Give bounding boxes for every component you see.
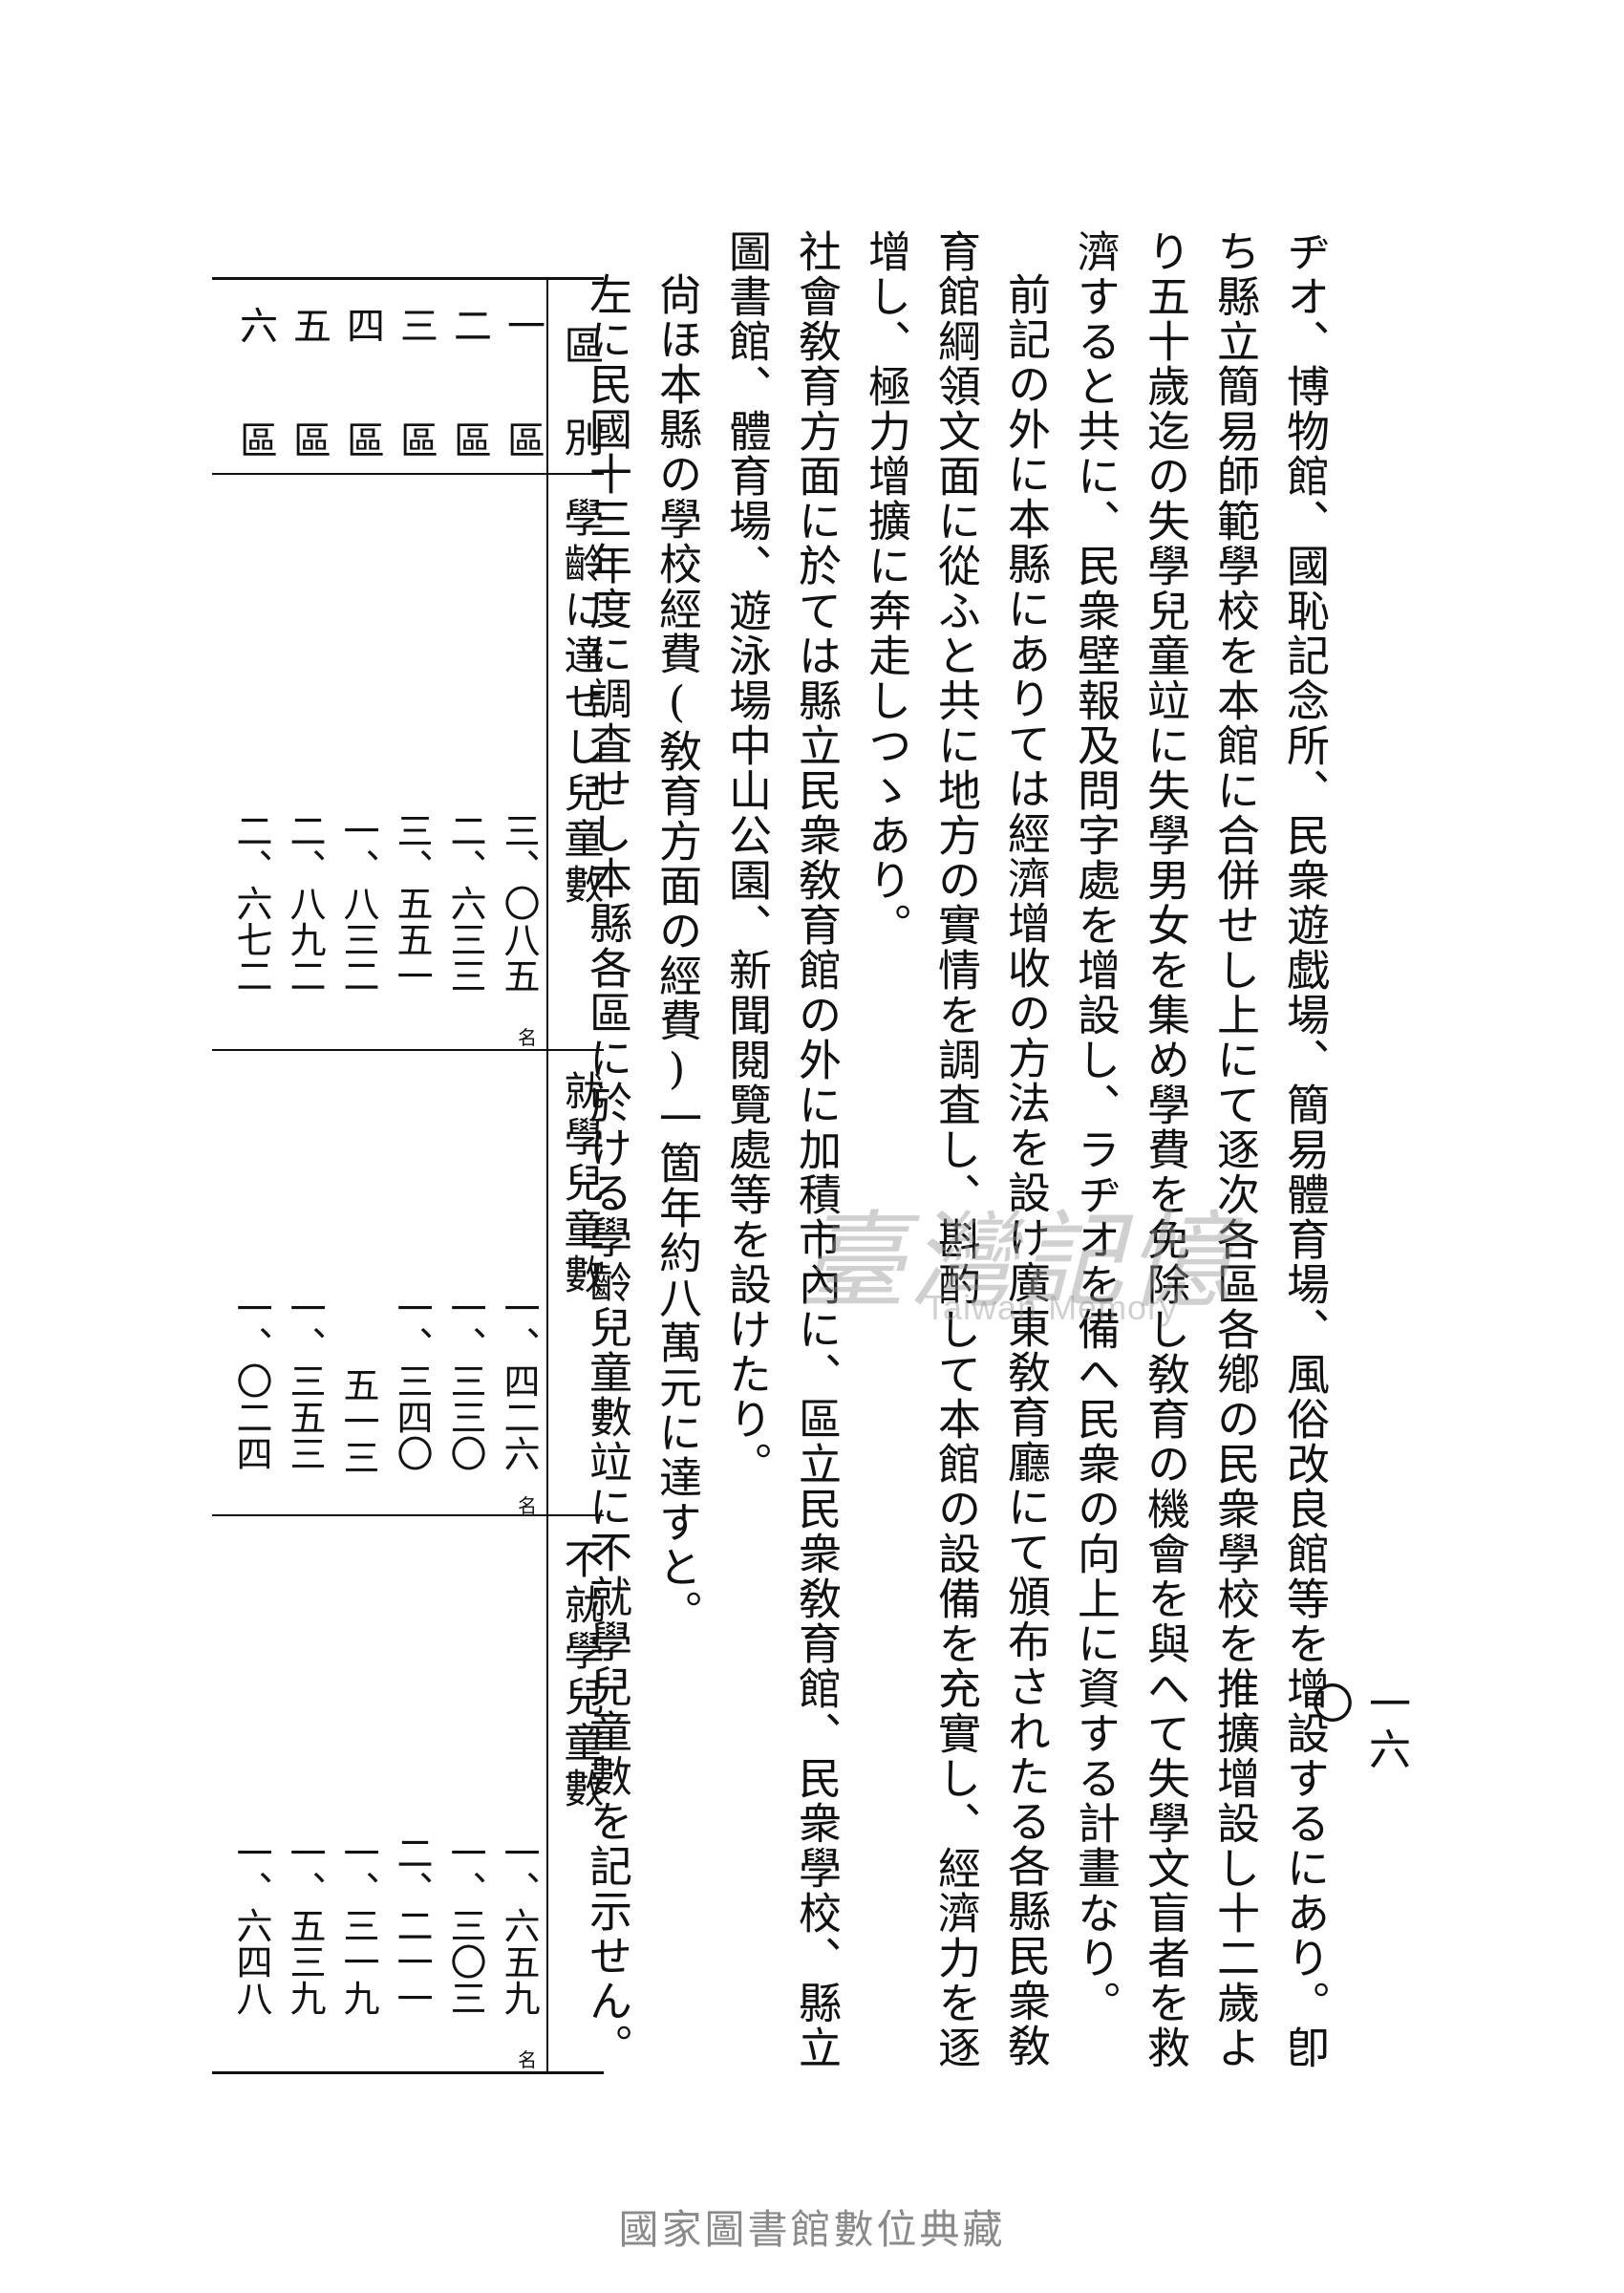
row-5-not-enrolled: 一、五三九	[284, 1834, 326, 2016]
row-1-unit-school-age: 名	[518, 1026, 537, 1049]
row-2-not-enrolled: 一、三〇三	[444, 1834, 486, 2016]
row-4-school-age: 一、八三二	[337, 812, 379, 994]
header-enrolled: 就學兒童數	[558, 1070, 605, 1299]
table-top-rule	[212, 277, 604, 280]
row-6-number: 六	[233, 306, 277, 344]
taiwan-memory-watermark: 臺灣記憶 Taiwan Memory	[801, 1175, 1374, 1338]
row-6-ku: 區	[233, 420, 277, 459]
row-3-enrolled: 一、三四〇	[391, 1290, 433, 1471]
page-number: 一六〇	[1304, 1682, 1410, 1773]
table-rule-2	[212, 1049, 604, 1051]
paragraph-5: 左に民國十三年度に調査せし本縣各區に於ける學齡兒童數竝に不就學兒童數を記示せん。	[582, 272, 632, 2068]
header-column-rule	[546, 277, 548, 2071]
enrollment-table: 區 別 學齡に達せし兒童數 就學兒童數 不就學兒童數 一 區 三、〇八五 名 一…	[191, 277, 611, 2074]
row-5-ku: 區	[287, 420, 331, 459]
paragraph-4: 尙ほ本縣の學校經費(敎育方面の經費)一箇年約八萬元に達すと。	[652, 272, 702, 1635]
table-rule-1	[212, 473, 604, 475]
header-school-age: 學齡に達せし兒童數	[558, 497, 605, 910]
paragraph-2: 前記の外に本縣にありては經濟增收の方法を設け廣東敎育廳にて頒布されたる各縣民衆敎…	[861, 229, 1051, 2070]
paragraph-3: 社會敎育方面に於ては縣立民衆敎育館の外に加積市內に、區立民衆敎育館、民衆學校、縣…	[721, 229, 842, 2070]
row-2-school-age: 二、六三三	[444, 812, 486, 994]
row-1-ku: 區	[501, 420, 545, 459]
watermark-sub-text: Taiwan Memory	[925, 1288, 1179, 1327]
watermark-main-text: 臺灣記憶	[801, 1200, 1236, 1322]
row-6-enrolled: 一、〇二四	[230, 1290, 272, 1471]
row-1-unit-not-enrolled: 名	[518, 2048, 537, 2071]
row-1-unit-enrolled: 名	[518, 1494, 537, 1517]
row-4-enrolled: 五一三	[337, 1366, 379, 1475]
row-3-school-age: 三、五五一	[391, 812, 433, 994]
row-5-enrolled: 一、三五三	[284, 1290, 326, 1471]
row-2-ku: 區	[447, 420, 491, 459]
header-not-enrolled: 不就學兒童數	[558, 1538, 605, 1813]
table-bottom-rule	[212, 2071, 604, 2074]
row-1-school-age: 三、〇八五	[498, 812, 540, 994]
row-4-ku: 區	[340, 420, 384, 459]
row-6-school-age: 二、六七二	[230, 812, 272, 994]
row-3-number: 三	[394, 306, 438, 344]
table-rule-3	[212, 1514, 604, 1516]
row-5-school-age: 二、八九二	[284, 812, 326, 994]
row-2-number: 二	[447, 306, 491, 344]
footer-credit: 國家圖書館數位典藏	[618, 2206, 1006, 2253]
body-text: ヂオ、博物館、國恥記念所、民衆遊戯場、簡易體育場、風俗改良館等を增設するにあり。…	[582, 229, 1339, 2102]
row-2-enrolled: 一、三三〇	[444, 1290, 486, 1471]
row-4-not-enrolled: 一、三一九	[337, 1834, 379, 2016]
header-district: 區 別	[558, 325, 605, 462]
row-1-number: 一	[501, 306, 545, 344]
row-5-number: 五	[287, 306, 331, 344]
row-1-enrolled: 一、四二六	[498, 1290, 540, 1471]
row-6-not-enrolled: 一、六四八	[230, 1834, 272, 2016]
row-3-not-enrolled: 二、二一一	[391, 1834, 433, 2016]
row-4-number: 四	[340, 306, 384, 344]
paragraph-1: ヂオ、博物館、國恥記念所、民衆遊戯場、簡易體育場、風俗改良館等を增設するにあり。…	[1070, 229, 1330, 2070]
row-3-ku: 區	[394, 420, 438, 459]
row-1-not-enrolled: 一、六五九	[498, 1834, 540, 2016]
